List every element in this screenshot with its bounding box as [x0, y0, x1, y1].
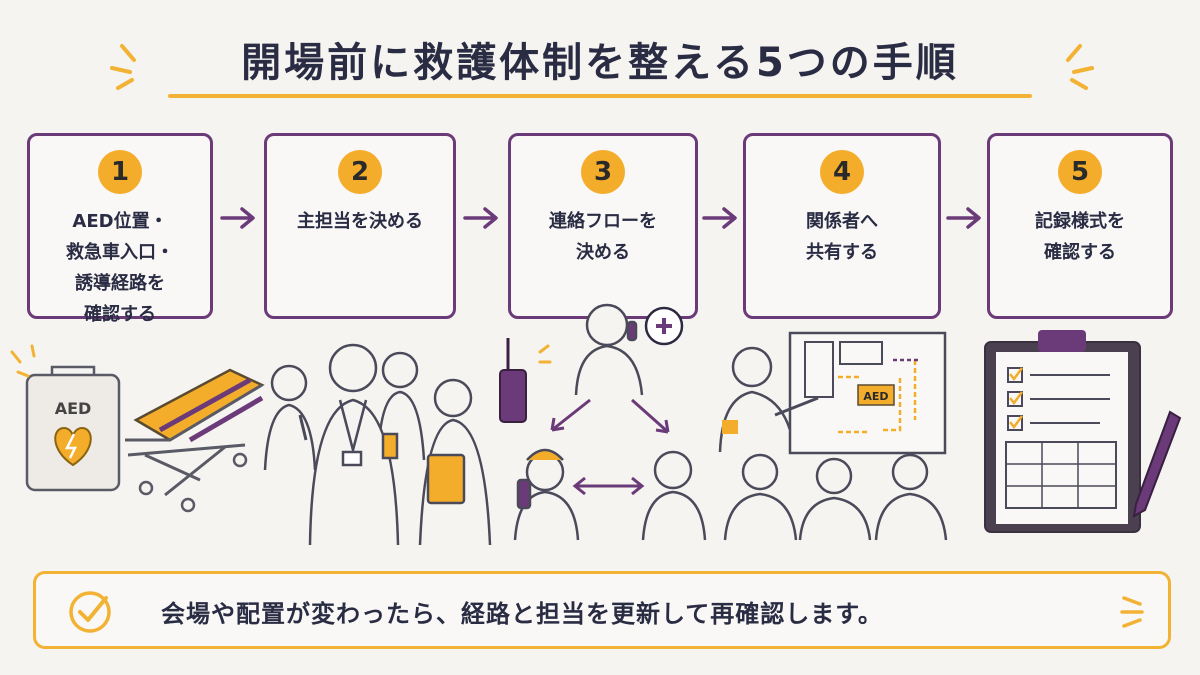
sparkle-icon	[1120, 596, 1144, 628]
map-briefing-illustration: AED	[718, 331, 948, 541]
radio-icon	[499, 338, 552, 423]
step-4-number: 4	[820, 150, 864, 194]
sparkle-right-icon	[1066, 44, 1094, 90]
clipboard-illustration	[984, 330, 1182, 533]
step-1-card: 1 AED位置・ 救急車入口・ 誘導経路を 確認する	[27, 133, 213, 325]
step-5-label: 記録様式を 確認する	[1035, 211, 1125, 263]
staff-team-illustration	[263, 343, 492, 546]
arrow-right-icon	[463, 207, 498, 229]
illustrations: AED	[10, 303, 1182, 546]
arrow-right-icon	[220, 207, 255, 229]
step-4-card: 4 関係者へ 共有する	[743, 133, 941, 319]
step-3-card: 3 連絡フローを 決める	[508, 133, 698, 319]
aed-box-illustration: AED	[10, 344, 121, 492]
stretcher-illustration	[125, 368, 265, 513]
step-4-label: 関係者へ 共有する	[806, 211, 878, 263]
map-aed-label: AED	[863, 390, 888, 403]
step-3-label: 連絡フローを 決める	[549, 211, 657, 263]
step-3-number: 3	[581, 150, 625, 194]
step-5-card: 5 記録様式を 確認する	[987, 133, 1173, 319]
step-5-number: 5	[1058, 150, 1102, 194]
note-text: 会場や配置が変わったら、経路と担当を更新して再確認します。	[161, 600, 883, 628]
arrow-right-icon	[702, 207, 737, 229]
page-title: 開場前に救護体制を整える5つの手順	[241, 40, 959, 86]
step-2-label: 主担当を決める	[297, 211, 423, 232]
step-1-label: AED位置・ 救急車入口・ 誘導経路を 確認する	[66, 211, 174, 325]
arrow-right-icon	[946, 207, 981, 229]
aed-label: AED	[55, 399, 92, 418]
step-2-card: 2 主担当を決める	[264, 133, 456, 319]
note-panel: 会場や配置が変わったら、経路と担当を更新して再確認します。	[33, 571, 1171, 649]
step-2-number: 2	[338, 150, 382, 194]
sparkle-left-icon	[110, 44, 136, 90]
title-underline	[168, 94, 1032, 98]
step-1-number: 1	[98, 150, 142, 194]
check-circle-icon	[69, 591, 111, 633]
communication-flow-illustration	[513, 303, 707, 541]
